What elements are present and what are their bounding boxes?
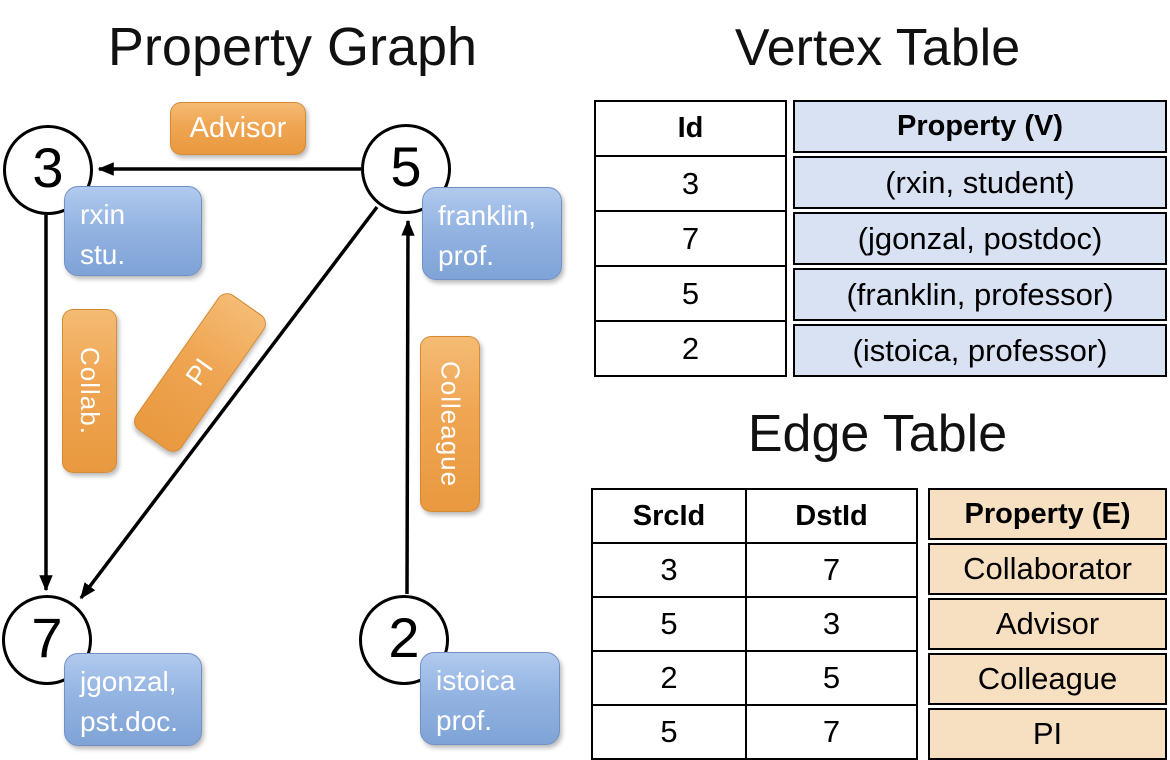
edge-table-id-columns: SrcId 3 5 2 5 DstId 7 3 5 7 bbox=[591, 488, 918, 760]
edge-table-src-column: SrcId 3 5 2 5 bbox=[593, 490, 745, 758]
vertex-box-istoica: istoica prof. bbox=[420, 652, 560, 745]
node-label: 2 bbox=[388, 606, 420, 669]
property-graph-title: Property Graph bbox=[107, 17, 478, 77]
edge-label-text: Advisor bbox=[189, 112, 287, 144]
edge-property-cell: Advisor bbox=[928, 598, 1167, 650]
edge-label-colleague: Colleague bbox=[420, 336, 480, 512]
edge-table-header-src: SrcId bbox=[632, 499, 706, 532]
edge-table-dst-column: DstId 7 3 5 7 bbox=[745, 490, 916, 758]
vertex-property-cell: (istoica, professor) bbox=[793, 324, 1167, 377]
node-label: 7 bbox=[31, 606, 63, 669]
edge-property-cell: Collaborator bbox=[928, 543, 1167, 595]
edge-property-cell: PI bbox=[928, 708, 1167, 760]
vertex-id-cell: 7 bbox=[596, 210, 785, 265]
vertex-box-line: stu. bbox=[80, 238, 126, 270]
edge-table-property-column: Property (E) Collaborator Advisor Collea… bbox=[928, 488, 1167, 760]
edge-src-cell: 5 bbox=[593, 704, 745, 758]
vertex-box-line: franklin, bbox=[438, 200, 537, 231]
edge-table-header-dst: DstId bbox=[795, 499, 868, 532]
vertex-box-line: istoica bbox=[436, 665, 516, 696]
edge-dst-cell: 3 bbox=[747, 596, 916, 650]
vertex-box-line: prof. bbox=[436, 704, 493, 736]
vertex-box-line: pst.doc. bbox=[80, 705, 179, 737]
edge-dst-cell: 5 bbox=[747, 650, 916, 704]
edge-label-text: Collab. bbox=[75, 347, 105, 435]
vertex-property-cell: (jgonzal, postdoc) bbox=[793, 212, 1167, 265]
vertex-table-property-column: Property (V) (rxin, student) (jgonzal, p… bbox=[793, 100, 1167, 377]
edge-property-cell: Colleague bbox=[928, 653, 1167, 705]
edge-label-collab: Collab. bbox=[62, 309, 117, 473]
graph-node-5: 5 bbox=[361, 124, 451, 214]
vertex-table-title: Vertex Table bbox=[734, 19, 1021, 77]
vertex-table-header-property: Property (V) bbox=[793, 100, 1167, 153]
vertex-property-cell: (rxin, student) bbox=[793, 156, 1167, 209]
edge-src-cell: 2 bbox=[593, 650, 745, 704]
vertex-box-rxin: rxin stu. bbox=[64, 186, 202, 276]
vertex-id-cell: 2 bbox=[596, 320, 785, 375]
vertex-box-line: jgonzal, bbox=[80, 666, 177, 697]
vertex-box-jgonzal: jgonzal, pst.doc. bbox=[64, 653, 202, 746]
vertex-id-cell: 5 bbox=[596, 265, 785, 320]
vertex-box-franklin: franklin, prof. bbox=[422, 187, 562, 280]
edge-dst-cell: 7 bbox=[747, 704, 916, 758]
vertex-id-cell: 3 bbox=[596, 155, 785, 210]
edge-5-to-7-pi bbox=[79, 205, 379, 600]
vertex-box-line: rxin bbox=[80, 199, 126, 230]
vertex-table-id-column: Id 3 7 5 2 bbox=[594, 100, 787, 377]
edge-label-text: Colleague bbox=[435, 360, 466, 488]
graph-node-2: 2 bbox=[359, 595, 449, 685]
edge-table-header-property: Property (E) bbox=[928, 488, 1167, 540]
vertex-box-line: prof. bbox=[438, 239, 495, 271]
edge-table-title: Edge Table bbox=[747, 405, 1008, 463]
node-label: 5 bbox=[390, 135, 422, 198]
edge-src-cell: 3 bbox=[593, 542, 745, 596]
graph-edges-layer bbox=[39, 162, 415, 600]
edge-label-advisor: Advisor bbox=[170, 102, 306, 155]
vertex-property-cell: (franklin, professor) bbox=[793, 268, 1167, 321]
edge-dst-cell: 7 bbox=[747, 542, 916, 596]
edge-label-text: PI bbox=[179, 353, 220, 392]
edge-src-cell: 5 bbox=[593, 596, 745, 650]
edge-2-to-5-colleague bbox=[401, 219, 415, 595]
node-label: 3 bbox=[32, 136, 64, 199]
vertex-table-header-id: Id bbox=[677, 112, 704, 144]
